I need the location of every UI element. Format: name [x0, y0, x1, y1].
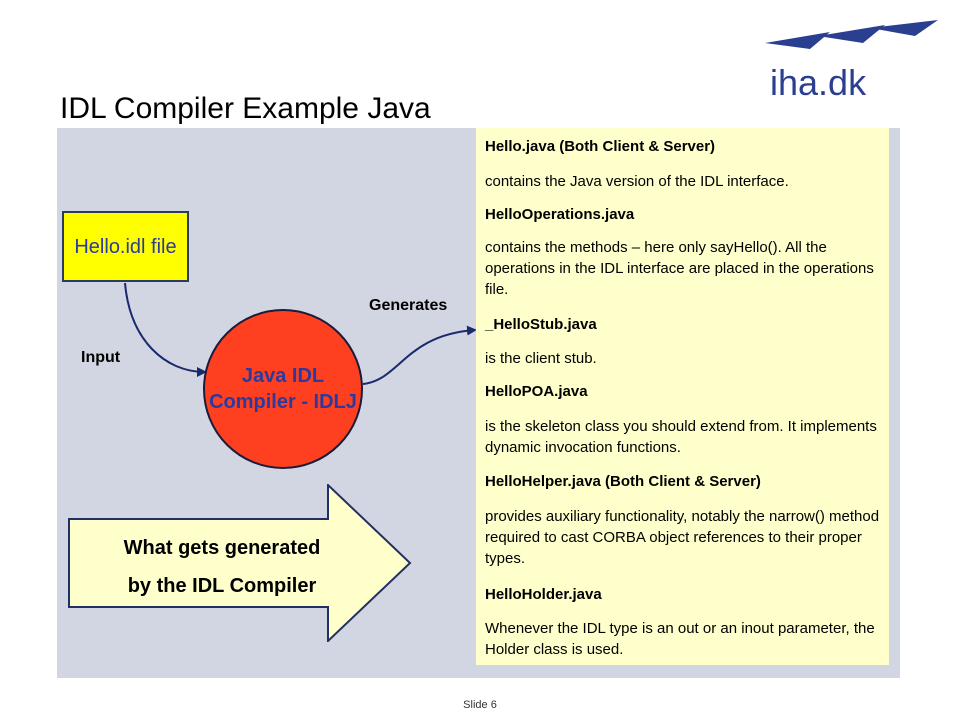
file-heading: HelloOperations.java	[485, 206, 635, 223]
file-heading: Hello.java (Both Client & Server)	[485, 138, 716, 155]
slide-number: Slide 6	[463, 699, 497, 711]
file-description: provides auxiliary functionality, notabl…	[485, 508, 880, 567]
file-heading: HelloPOA.java	[485, 383, 588, 400]
generates-arrow	[362, 325, 477, 385]
big-arrow-text: What gets generated by the IDL Compiler	[82, 529, 362, 605]
file-description: contains the methods – here only sayHell…	[485, 239, 874, 298]
input-arrow	[124, 282, 207, 377]
page-title: IDL Compiler Example Java	[60, 92, 431, 125]
idl-file-box: Hello.idl file	[62, 211, 189, 282]
file-description: Whenever the IDL type is an out or an in…	[485, 620, 875, 658]
big-arrow-text-line1: What gets generated	[123, 537, 321, 559]
compiler-circle: Java IDL Compiler - IDLJ	[203, 309, 363, 469]
logo-text: iha.dk	[770, 62, 867, 103]
big-arrow-text-line2: by the IDL Compiler	[127, 575, 317, 597]
file-description: is the skeleton class you should extend …	[485, 418, 877, 456]
file-heading: HelloHolder.java	[485, 586, 602, 603]
big-arrow-shape	[68, 484, 412, 642]
file-description: is the client stub.	[485, 350, 597, 367]
iha-logo-icon	[765, 20, 938, 49]
file-heading: _HelloStub.java	[485, 316, 597, 333]
generates-label: Generates	[369, 297, 448, 314]
generated-files-panel	[476, 128, 889, 665]
file-description: contains the Java version of the IDL int…	[485, 173, 789, 190]
file-heading: HelloHelper.java (Both Client & Server)	[485, 473, 761, 490]
input-label: Input	[81, 349, 121, 366]
